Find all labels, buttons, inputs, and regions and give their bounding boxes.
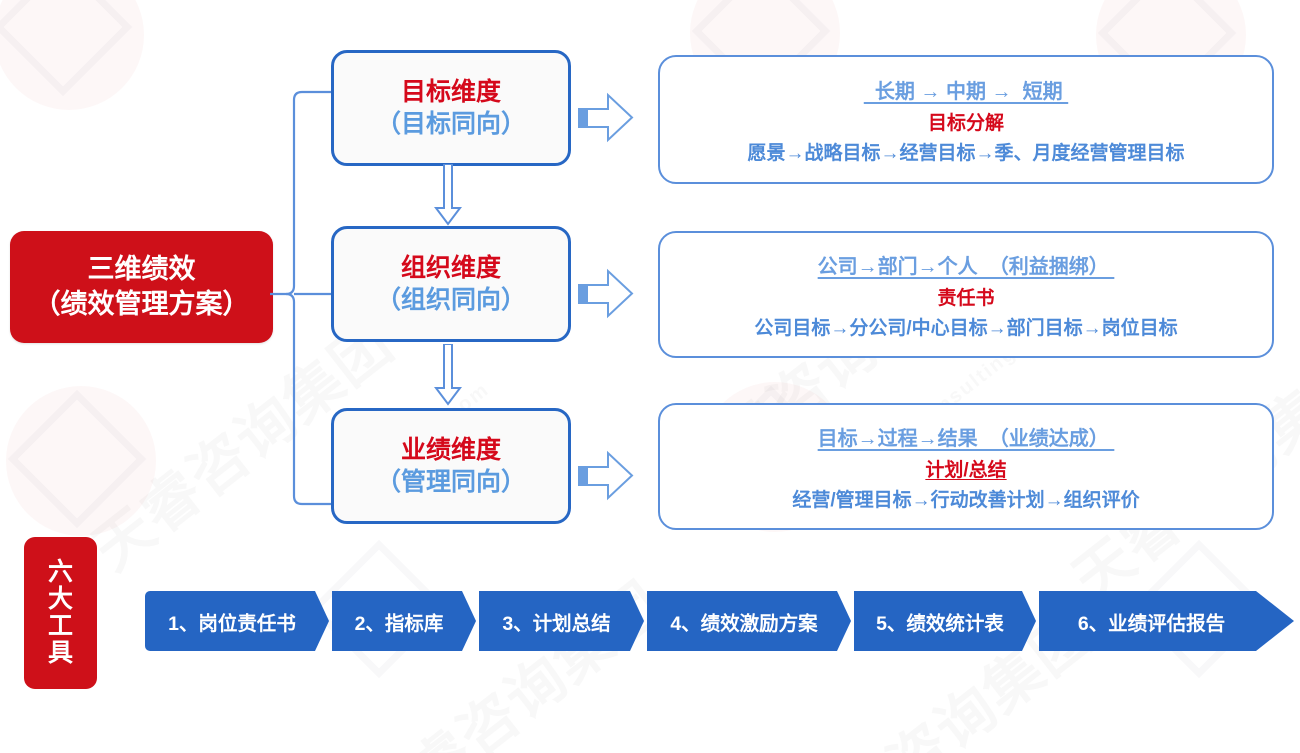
six-tools-label: 六 大 工 具 [24,537,97,689]
tool-label: 2、指标库 [354,612,444,635]
six-tools-char: 具 [47,639,73,667]
root-node-title: 三维绩效 [87,254,196,285]
root-node-subtitle: （绩效管理方案） [33,289,250,319]
detail-body: 公司目标→分公司/中心目标→部门目标→岗位目标 [754,317,1178,339]
detail-box-performance[interactable]: 目标→过程→结果 （业绩达成） 计划/总结 经营/管理目标→行动改善计划→组织评… [658,403,1274,530]
dimension-subtitle: （组织同向） [375,286,526,314]
six-tools-char: 大 [47,585,73,613]
tool-label: 3、计划总结 [502,612,611,635]
tool-label: 1、岗位责任书 [168,612,296,635]
root-node[interactable]: 三维绩效 （绩效管理方案） [10,231,273,343]
tool-label: 6、业绩评估报告 [1077,612,1226,635]
detail-keyword: 责任书 [937,287,995,309]
dimension-title: 组织维度 [400,253,501,282]
tool-segment-1[interactable]: 1、岗位责任书 [145,591,329,651]
six-tools-char: 六 [47,558,73,586]
tool-label: 5、绩效统计表 [876,612,1004,635]
tools-strip: 1、岗位责任书 2、指标库 3、计划总结 4、绩效激励方案 5、绩效统计表 6、… [145,591,1297,651]
dimension-title: 目标维度 [400,77,501,106]
dimension-subtitle: （管理同向） [375,468,526,496]
bracket-connector [270,90,332,506]
watermark-ring [0,0,144,110]
right-arrow-icon [578,268,634,319]
dimension-subtitle: （目标同向） [375,110,526,138]
detail-keyword: 目标分解 [927,112,1004,134]
watermark-diamond [0,0,133,97]
detail-box-goal[interactable]: 长期 → 中期 → 短期 目标分解 愿景→战略目标→经营目标→季、月度经营管理目… [658,55,1274,184]
six-tools-char: 工 [47,612,73,640]
tool-segment-6[interactable]: 6、业绩评估报告 [1039,591,1294,651]
down-arrow-icon [434,164,462,226]
right-arrow-icon [578,450,634,501]
tool-segment-4[interactable]: 4、绩效激励方案 [647,591,851,651]
detail-heading: 公司→部门→个人 （利益捆绑） [817,255,1115,278]
tool-segment-2[interactable]: 2、指标库 [332,591,476,651]
dimension-box-performance[interactable]: 业绩维度 （管理同向） [331,408,571,524]
detail-body: 愿景→战略目标→经营目标→季、月度经营管理目标 [747,142,1185,164]
tool-label: 4、绩效激励方案 [670,612,818,635]
watermark-text: 天睿咨询集团 [351,569,676,753]
detail-heading: 目标→过程→结果 （业绩达成） [817,427,1115,450]
detail-body: 经营/管理目标→行动改善计划→组织评价 [792,489,1140,511]
dimension-box-goal[interactable]: 目标维度 （目标同向） [331,50,571,166]
dimension-box-organization[interactable]: 组织维度 （组织同向） [331,226,571,342]
detail-box-organization[interactable]: 公司→部门→个人 （利益捆绑） 责任书 公司目标→分公司/中心目标→部门目标→岗… [658,231,1274,358]
tool-segment-3[interactable]: 3、计划总结 [479,591,644,651]
right-arrow-icon [578,92,634,143]
detail-heading: 长期 → 中期 → 短期 [863,80,1069,103]
dimension-title: 业绩维度 [400,435,501,464]
watermark-ring [6,386,156,536]
tool-segment-5[interactable]: 5、绩效统计表 [854,591,1036,651]
detail-keyword: 计划/总结 [925,459,1007,481]
watermark-diamond [7,389,147,529]
down-arrow-icon [434,344,462,406]
